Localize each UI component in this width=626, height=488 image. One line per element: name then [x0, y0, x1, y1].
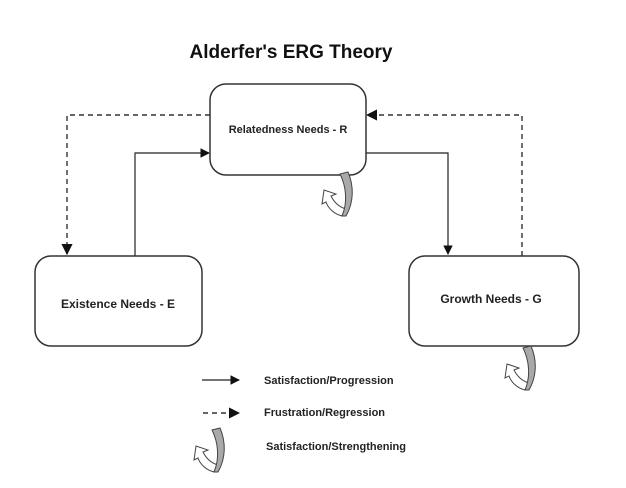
- growth-label: Growth Needs - G: [440, 292, 541, 306]
- node-relatedness: Relatedness Needs - R: [209, 83, 367, 176]
- relatedness-box: [209, 83, 367, 176]
- legend-label-strengthening: Satisfaction/Strengthening: [266, 441, 406, 453]
- legend-label-regression: Frustration/Regression: [264, 407, 385, 419]
- relatedness-label: Relatedness Needs - R: [229, 124, 348, 136]
- edge-growth-to-relatedness-dashed: [365, 109, 523, 256]
- node-existence: Existence Needs - E: [34, 255, 203, 347]
- legend-label-progression: Satisfaction/Progression: [264, 375, 394, 387]
- growth-strengthening-curl-icon: [504, 345, 536, 391]
- diagram-title: Alderfer's ERG Theory: [189, 42, 392, 63]
- existence-label: Existence Needs - E: [61, 297, 175, 311]
- existence-box: [34, 255, 203, 347]
- edge-relatedness-to-existence-dashed: [61, 114, 210, 256]
- relatedness-strengthening-curl-icon: [321, 171, 353, 217]
- edge-existence-to-relatedness-solid: [134, 148, 210, 256]
- node-growth: Growth Needs - G: [408, 255, 580, 347]
- legend: Satisfaction/Progression Frustration/Reg…: [193, 375, 406, 473]
- edge-relatedness-to-growth-solid: [366, 152, 453, 255]
- growth-box: [408, 255, 580, 347]
- legend-curled-arrow-icon: [193, 427, 225, 473]
